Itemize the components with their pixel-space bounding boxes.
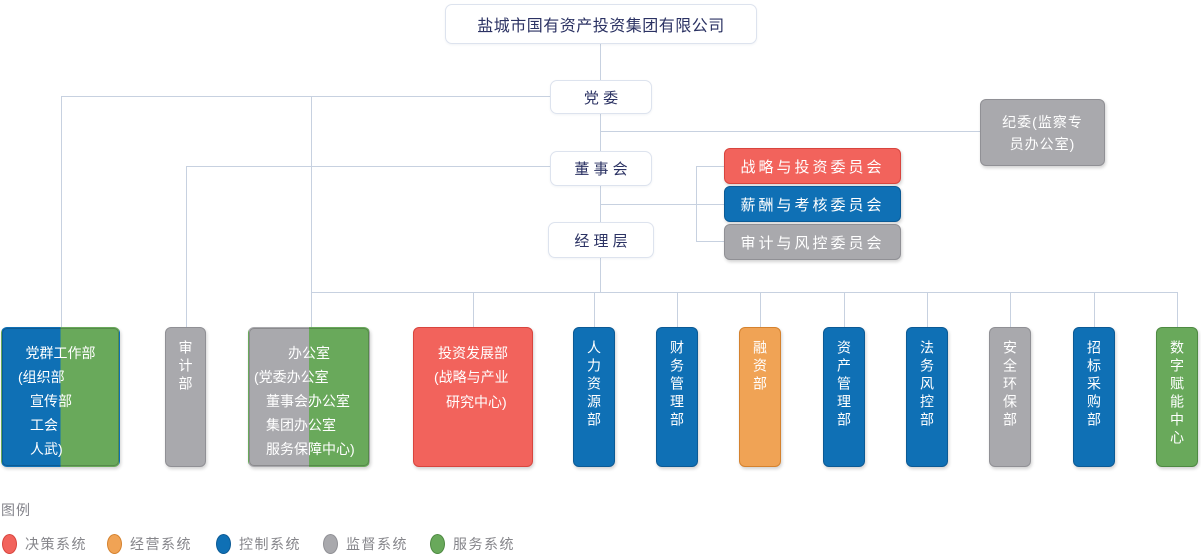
dept-label: 招标采购部 <box>1086 340 1102 430</box>
dept-label: 资产管理部 <box>836 340 852 430</box>
dept-label: 审计部 <box>177 340 194 394</box>
connector-line <box>600 204 724 205</box>
legend-label: 控制系统 <box>239 536 301 552</box>
node-discipline-committee: 纪委(监察专 员办公室) <box>980 99 1105 166</box>
connector-line <box>696 166 697 242</box>
legend-label: 服务系统 <box>453 536 515 552</box>
node-company-title: 盐城市国有资产投资集团有限公司 <box>445 4 757 44</box>
dept-title: 投资发展部 <box>438 345 508 361</box>
connector-line <box>1010 292 1011 327</box>
dept-general-office: 办公室 (党委办公室 董事会办公室 集团办公室 服务保障中心) <box>248 327 370 467</box>
decision-system-dot-icon <box>2 534 17 554</box>
legend-item-decision: 决策系统 <box>2 533 87 555</box>
operation-system-dot-icon <box>107 534 122 554</box>
dept-label: 数字赋能中心 <box>1169 340 1185 448</box>
dept-investment-development: 投资发展部 (战略与产业 研究中心) <box>413 327 533 467</box>
connector-line <box>677 292 678 327</box>
dept-label: 融资部 <box>752 340 768 394</box>
connector-line <box>61 96 550 97</box>
dept-label: 财务管理部 <box>669 340 685 430</box>
committee-compensation-assessment: 薪酬与考核委员会 <box>724 186 901 222</box>
connector-line <box>927 292 928 327</box>
connector-line <box>473 292 474 327</box>
legend-label: 决策系统 <box>25 536 87 552</box>
node-management-layer: 经 理 层 <box>548 222 654 258</box>
dept-sublist: (党委办公室 董事会办公室 集团办公室 服务保障中心) <box>254 369 355 457</box>
connector-line <box>1094 292 1095 327</box>
legend-item-supervision: 监督系统 <box>323 533 408 555</box>
dept-label: 安全环保部 <box>1002 340 1018 430</box>
committee-strategy-investment: 战略与投资委员会 <box>724 148 901 184</box>
legend-item-service: 服务系统 <box>430 533 515 555</box>
legend-label: 经营系统 <box>130 536 192 552</box>
dept-digital-empowerment: 数字赋能中心 <box>1156 327 1198 467</box>
connector-line <box>696 241 724 242</box>
dept-legal-risk-control: 法务风控部 <box>906 327 948 467</box>
dept-label: 人力资源部 <box>586 340 602 430</box>
connector-line <box>696 166 725 167</box>
connector-line <box>61 96 62 327</box>
connector-line <box>760 292 761 327</box>
connector-line <box>311 96 312 327</box>
legend-title: 图例 <box>1 502 31 518</box>
connector-line <box>600 112 601 152</box>
connector-line <box>600 256 601 292</box>
dept-audit: 审计部 <box>165 327 206 467</box>
connector-line <box>844 292 845 327</box>
dept-finance-management: 财务管理部 <box>656 327 698 467</box>
connector-line <box>600 183 601 222</box>
connector-line <box>600 131 980 132</box>
dept-title: 党群工作部 <box>25 345 96 361</box>
connector-line <box>311 292 1177 293</box>
legend-label: 监督系统 <box>346 536 408 552</box>
connector-line <box>186 166 187 327</box>
node-party-committee: 党 委 <box>550 80 652 114</box>
dept-human-resources: 人力资源部 <box>573 327 615 467</box>
service-system-dot-icon <box>430 534 445 554</box>
node-board-of-directors: 董 事 会 <box>550 151 652 186</box>
connector-line <box>600 42 601 80</box>
dept-title: 办公室 <box>288 345 330 361</box>
connector-line <box>186 166 550 167</box>
dept-financing: 融资部 <box>739 327 781 467</box>
supervision-system-dot-icon <box>323 534 338 554</box>
dept-party-mass-work: 党群工作部 (组织部 宣传部 工会 人武) <box>1 327 120 467</box>
connector-line <box>594 292 595 327</box>
control-system-dot-icon <box>216 534 231 554</box>
dept-bidding-procurement: 招标采购部 <box>1073 327 1115 467</box>
dept-sublist: (战略与产业 研究中心) <box>434 369 509 410</box>
dept-sublist: (组织部 宣传部 工会 人武) <box>18 369 72 457</box>
legend-item-operation: 经营系统 <box>107 533 192 555</box>
legend-item-control: 控制系统 <box>216 533 301 555</box>
committee-audit-risk: 审计与风控委员会 <box>724 224 901 260</box>
dept-label: 法务风控部 <box>919 340 935 430</box>
dept-safety-environment: 安全环保部 <box>989 327 1031 467</box>
connector-line <box>1177 292 1178 327</box>
dept-asset-management: 资产管理部 <box>823 327 865 467</box>
